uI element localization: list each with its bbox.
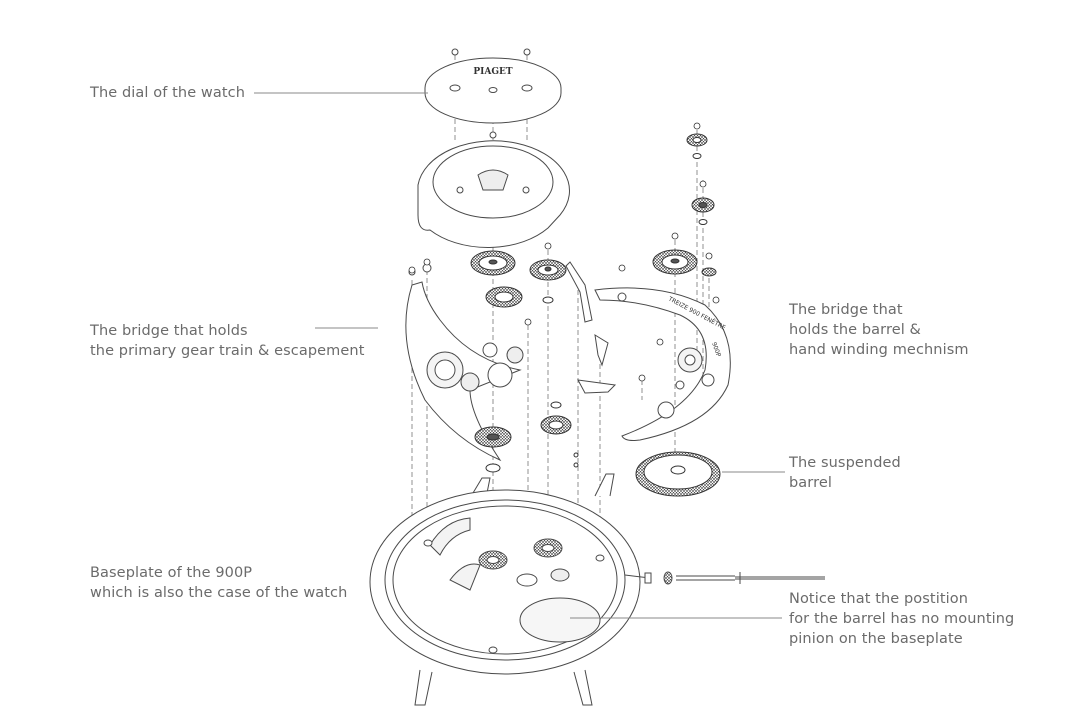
- label-dial: The dial of the watch: [90, 85, 246, 101]
- winding-wheels: [652, 133, 717, 277]
- suspended-barrel: [635, 451, 721, 497]
- dial-ring: [417, 131, 570, 248]
- label-primary-bridge: The bridge that holds the primary gear t…: [90, 323, 365, 359]
- winding-stem: [644, 571, 825, 585]
- baseplate-case: [369, 473, 651, 706]
- label-barrel-bridge: The bridge that holds the barrel & hand …: [789, 302, 969, 358]
- label-notice: Notice that the postition for the barrel…: [789, 591, 1015, 647]
- leader-lines: [254, 92, 785, 619]
- label-suspended-barrel: The suspended barrel: [789, 455, 901, 491]
- label-baseplate: Baseplate of the 900P which is also the …: [90, 565, 348, 601]
- gear-train-wheels: [470, 250, 579, 473]
- winding-levers: [565, 261, 617, 394]
- dial-brand-logo: PIAGET: [473, 67, 513, 77]
- primary-gear-train-bridge: [405, 263, 524, 462]
- dial-plate: [424, 48, 562, 124]
- screws: [408, 122, 720, 382]
- bridge-model-engraving: 900P: [710, 341, 722, 358]
- barrel-bridge: [594, 287, 731, 441]
